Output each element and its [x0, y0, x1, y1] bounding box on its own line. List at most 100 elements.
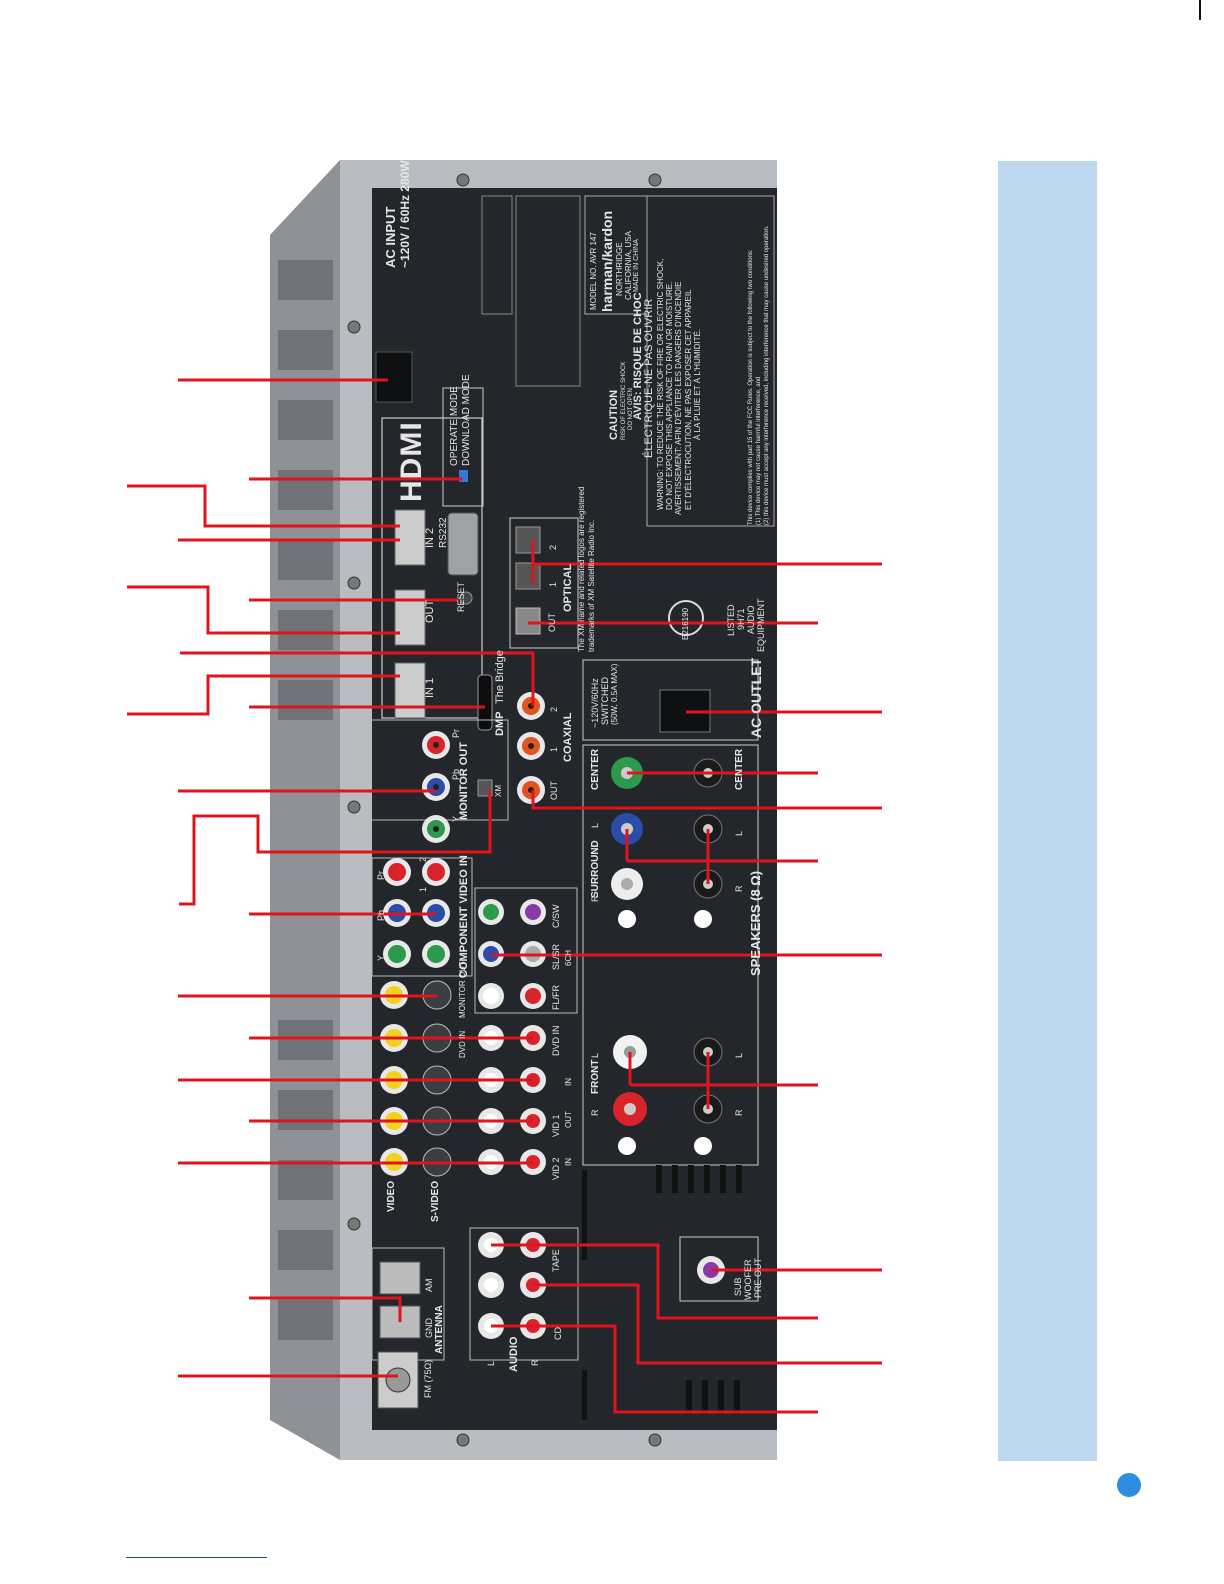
video-jacks: [380, 981, 408, 1176]
ac-outlet-spec-2: SWITCHED: [600, 677, 610, 725]
surround-label: SURROUND: [590, 840, 601, 898]
optical-label: OPTICAL: [562, 563, 574, 612]
cd-label: CD: [553, 1327, 563, 1340]
antenna-label: ANTENNA: [434, 1305, 445, 1354]
fm-connector: [385, 1367, 411, 1393]
vid1-in-label: IN: [564, 1078, 573, 1086]
rs232-label: RS232: [438, 517, 449, 548]
ul-logo: [668, 600, 704, 636]
ul-code-label: 9H71: [736, 608, 746, 630]
optical-in1: [515, 562, 541, 590]
center-label-2: CENTER: [734, 748, 745, 790]
component-2-label: 2: [418, 856, 428, 862]
fcc-notice-3: (2) this device must accept any interfer…: [764, 225, 770, 526]
operate-mode-label: OPERATE MODE: [449, 386, 460, 466]
component-video-in-label: COMPONENT VIDEO IN: [458, 855, 470, 978]
model-label: MODEL NO. AVR 147: [589, 232, 598, 310]
caution-line1: RISK OF ELECTRIC SHOCK: [621, 361, 627, 440]
callout-lines: [127, 378, 882, 1414]
rs232-port: [447, 512, 479, 576]
label-box-1: [481, 195, 513, 315]
surround-neg-l-label: L: [734, 830, 744, 836]
warning-label-2: DO NOT EXPOSE THIS APPLIANCE TO RAIN OR …: [665, 281, 674, 510]
component-y-label: Y: [376, 954, 386, 961]
optical-out-label: OUT: [547, 613, 557, 632]
six-channel-jacks: [478, 899, 546, 1009]
ac-input-socket: [375, 351, 413, 403]
footnote-rule: [126, 1557, 267, 1558]
avis-label-2: ÉLECTRIQUE-NE PAS OUVRIR: [643, 298, 655, 458]
surround-l-label: L: [590, 822, 600, 828]
side-tab-bar: [998, 161, 1097, 1461]
label-box-2: [515, 195, 581, 387]
xm-notice-2: trademarks of XM Satellite Radio Inc.: [587, 519, 596, 652]
monitor-out-label: MONITOR OUT: [458, 741, 470, 820]
coaxial-jacks: [517, 692, 545, 804]
brand-city: NORTHRIDGE: [615, 242, 624, 296]
dmp-label: DMP: [494, 711, 506, 736]
front-r-label: R: [590, 1109, 600, 1117]
sub-label: SUB: [733, 1277, 743, 1296]
front-l-label: L: [590, 1052, 600, 1058]
avertissement-label-3: À LA PLUIE ET À L'HUMIDITÉ.: [693, 328, 702, 440]
fcc-notice-2: (1) This device may not cause harmful in…: [756, 376, 762, 525]
coax-2-label: 2: [549, 706, 559, 712]
s-video-label: S-VIDEO: [430, 1180, 441, 1222]
audio-label: AUDIO: [508, 1336, 520, 1372]
ac-input-spec: ~120V / 60Hz 280W: [398, 160, 412, 268]
mode-switch: [459, 470, 468, 482]
audio-l-label: L: [486, 1360, 496, 1366]
tape-label: TAPE: [551, 1249, 561, 1272]
fm-label: FM (75Ω): [423, 1359, 433, 1398]
component-in-frame: [371, 857, 473, 977]
optical-2-label: 2: [548, 544, 558, 550]
hdmi-in2-port: [394, 509, 426, 566]
audio-r-label: R: [530, 1359, 540, 1367]
optical-1-label: 1: [548, 581, 558, 587]
ac-outlet-spec-1: ~120V/60Hz: [590, 678, 600, 728]
surround-r-label: R: [590, 895, 600, 903]
speaker-terminals: [611, 757, 723, 1155]
monitor-out-video-label: MONITOR OUT: [458, 961, 467, 1018]
brand-label: harman/kardon: [599, 210, 615, 312]
flfr-label: FL/FR: [551, 984, 561, 1010]
vid2-in-label: IN: [564, 1158, 573, 1166]
ac-outlet-spec-3: (50W, 0.5A MAX): [610, 663, 619, 725]
mode-switch-frame: [442, 387, 484, 507]
monitor-pr-label: Pr: [451, 729, 461, 738]
optical-out: [515, 607, 541, 635]
vid1-label: VID 1: [551, 1114, 561, 1137]
dvd-in-video-label: DVD IN: [458, 1030, 467, 1058]
front-label: FRONT: [590, 1059, 601, 1094]
reset-label: RESET: [456, 581, 466, 612]
coax-out-label: OUT: [549, 781, 559, 800]
woofer-label: WOOFER: [743, 1259, 753, 1301]
hdmi-in2-label: IN 2: [424, 527, 436, 548]
panel-screws: [347, 173, 662, 1447]
brand-state: CALIFORNIA, USA: [624, 231, 633, 300]
ul-equipment-label: EQUIPMENT: [756, 598, 766, 652]
warning-label: WARNING: TO REDUCE THE RISK OF FIRE OR E…: [656, 258, 665, 510]
monitor-pb-label: Pb: [451, 768, 461, 780]
monitor-out-jacks: [422, 731, 450, 843]
ul-file-label: E216190: [681, 607, 690, 640]
panel-vents: [582, 1165, 742, 1420]
dvd-in-audio-label: DVD IN: [551, 1025, 561, 1056]
component-pr-label: Pr: [376, 871, 386, 880]
tape-cd-frame: [469, 1227, 579, 1361]
made-in: MADE IN CHINA: [633, 239, 640, 292]
monitor-y-label: Y: [451, 815, 461, 822]
component-1-label: 1: [418, 886, 428, 892]
hdmi-out-label: OUT: [424, 599, 436, 623]
hdmi-group-frame: [381, 417, 483, 719]
surround-neg-r-label: R: [734, 885, 744, 893]
slsr-label: SL/SR: [551, 943, 561, 970]
ac-outlet-frame: [582, 659, 759, 741]
top-rule: [1199, 0, 1201, 20]
the-bridge-label: The Bridge: [494, 650, 506, 704]
six-channel-frame: [474, 887, 578, 1014]
csw-label: C/SW: [551, 904, 561, 929]
gnd-label: GND: [424, 1318, 434, 1338]
